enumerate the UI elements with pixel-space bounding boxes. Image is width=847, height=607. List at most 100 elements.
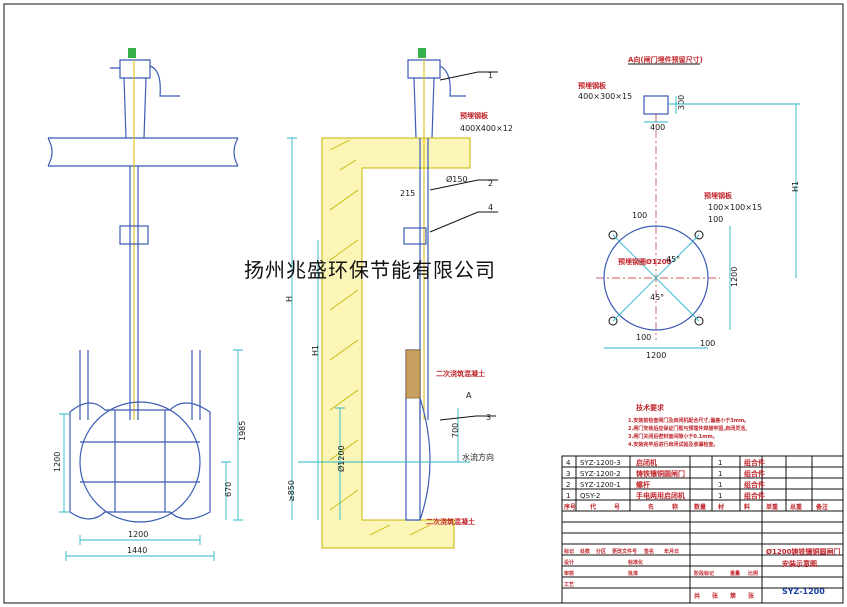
angle-a: 45° [666,255,680,264]
dim-1200-right: 1200 [730,267,739,287]
anchor-bolt-nw [608,230,618,240]
top-plate-dims [644,96,677,123]
mark-A: A [466,391,472,400]
row1-no: 1 [566,492,570,500]
dim-phi1200: Ø1200 [336,445,346,472]
title-block: 4 SYZ-1200-3 启闭机 1 组合件 3 SYZ-1200-2 铸铁镶铜… [561,455,844,604]
callout-4: 4 [488,203,493,212]
gate-guides [79,350,201,420]
sheet-border [3,3,844,604]
hdr-remark: 备注 [815,503,828,511]
dim-width-inner: 1200 [128,530,148,539]
role-standard: 标准化 [627,559,643,566]
stage-scale: 比例 [748,570,758,577]
anchor-bolt-sw [608,316,618,326]
hdr-mat-a: 材 [717,503,724,511]
dim-line-1440 [65,551,215,561]
top-plate-label: 预埋钢板 [578,81,607,90]
sign-signature: 签名 [643,548,654,555]
callout-3: 3 [486,413,491,422]
gate-ribs [80,410,200,512]
sign-zone: 分区 [596,548,606,555]
sign-date: 年月日 [664,548,679,555]
sheet-total-b: 张 [712,592,719,600]
dim-1200-bottom: 1200 [646,351,666,360]
dim-width-outer: 1440 [127,546,147,555]
stem [129,166,139,420]
dim-100-c: 100 [636,333,651,342]
row4-code: SYZ-1200-3 [580,459,621,467]
gate-frame [69,402,211,520]
dim-H1: H1 [311,345,320,356]
dim-height-lower: 670 [224,482,233,497]
drawing-subtitle: 安装示意图 [782,559,817,568]
note-line-1: 1.安装前检查闸门及启闭机配合尺寸,偏差小于3mm。 [628,417,749,424]
side-guide-bracket [403,227,427,245]
role-review: 审核 [564,570,574,577]
title-block-cols [575,456,813,603]
front-view: 1200 1440 1200 1985 670 [47,48,247,561]
side-plate-size: 100×100×15 [708,203,762,212]
callout-1: 1 [488,71,493,80]
actuator-handle [110,65,180,97]
angle-b: 45° [650,293,664,302]
row4-no: 4 [566,459,571,467]
row3-name: 铸铁镶铜圆闸门 [636,469,685,478]
row2-mat: 组合件 [744,480,765,489]
note-line-2: 2.闸门安装后应保证门框与预埋件焊接牢固,启闭灵活, [628,425,747,432]
sheet-num-b: 张 [748,592,755,600]
dim-100-d: 100 [700,339,715,348]
technical-notes: 技术要求 1.安装前检查闸门及启闭机配合尺寸,偏差小于3mm。 2.闸门安装后应… [628,403,749,448]
actuator-motor [128,48,136,58]
concrete-wall [321,137,471,549]
hdr-no: 序号 [563,503,576,511]
side-actuator [407,59,466,139]
anchor-bolt-se [694,316,704,326]
concrete-hatch [329,139,431,536]
hdr-name-a: 名 [648,503,654,511]
dim-line-H [287,137,297,520]
hdr-name-b: 称 [672,503,678,511]
drawing-number: SYZ-1200 [782,587,825,596]
row2-name: 螺杆 [636,480,650,489]
stage-weight: 重量 [730,570,740,577]
row2-qty: 1 [718,481,722,489]
dim-H1: H1 [791,181,800,192]
plan-title: A向(闸门埋件预留尺寸) [628,55,703,64]
water-direction: 水流方向 [462,452,494,462]
plan-dim-1200-lines [604,226,731,349]
row2-code: SYZ-1200-1 [580,481,621,489]
row4-mat: 组合件 [744,458,765,467]
hdr-total-wt: 总重 [790,503,802,511]
row3-code: SYZ-1200-2 [580,470,621,478]
ring-label: 预埋钢圈Ø1200 [618,257,672,266]
top-plate-size: 400×300×15 [578,92,632,101]
dim-300: 300 [677,95,686,110]
grout-upper: 二次浇筑混凝土 [436,369,485,378]
row2-no: 2 [566,481,570,489]
dim-100-b: 100 [708,215,723,224]
notes-title: 技术要求 [636,403,665,412]
dim-400: 400 [650,123,665,132]
title-block-rows [562,466,843,589]
row1-code: QSY-2 [580,492,600,500]
callout-leaders [429,71,498,421]
actuator-pedestal [123,77,147,139]
hdr-code-b: 号 [614,503,620,511]
hdr-code-a: 代 [589,503,596,511]
sign-count: 处数 [579,548,591,555]
diagonal-lines [612,234,700,322]
embedded-ring [603,225,709,331]
grout-lower: 二次浇筑混凝土 [426,517,475,526]
side-actuator-motor [418,48,426,58]
role-process: 工艺 [564,581,574,588]
dim-H: H [285,296,294,302]
note-line-3: 3.闸门关闭后密封面间隙小于0.1mm。 [628,433,718,440]
anchor-bolt-ne [694,230,704,240]
dim-line-1200 [335,407,345,520]
role-design: 设计 [564,559,574,566]
dim-line-H1 [668,103,800,278]
row1-mat: 组合件 [744,491,765,500]
